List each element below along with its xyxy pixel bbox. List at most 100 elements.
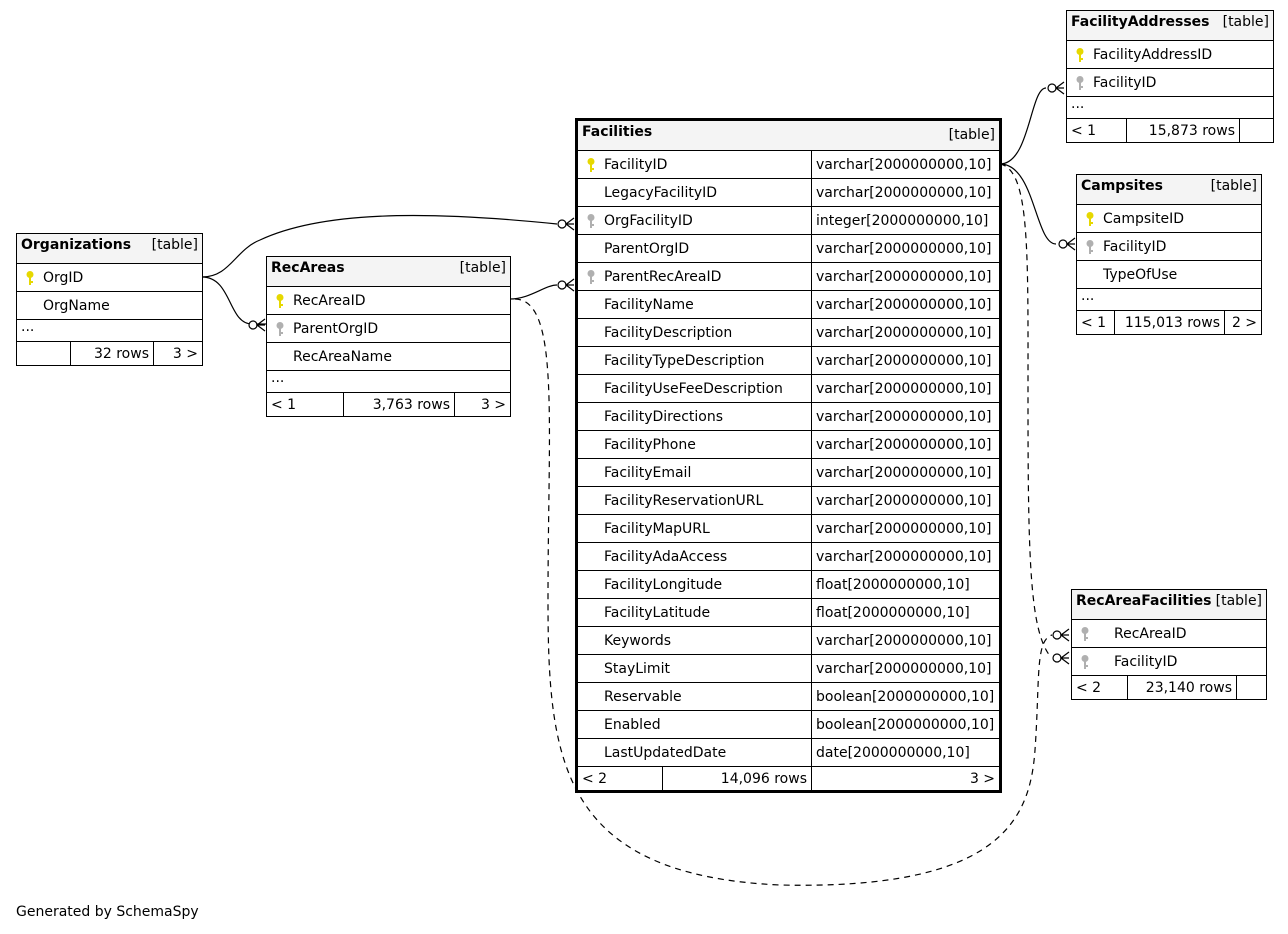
table-header: FacilityAddresses [table] [1066, 10, 1274, 41]
crow-foot-facilities-recarea [557, 278, 575, 292]
table-name: Campsites [1081, 178, 1163, 194]
column-name-cell: Reservable [577, 682, 812, 711]
column-name: RecAreaID [1114, 625, 1187, 642]
edge-facilities-recareafacilities [999, 163, 1051, 657]
table-tag: [table] [948, 127, 996, 143]
column-type: varchar[2000000000,10] [810, 654, 1001, 683]
column-name: FacilityUseFeeDescription [604, 380, 783, 397]
column-name: TypeOfUse [1103, 266, 1178, 283]
more-columns: ... [265, 370, 512, 393]
column-row: FacilityName varchar[2000000000,10] [577, 290, 1001, 319]
column-type: varchar[2000000000,10] [810, 290, 1001, 319]
table-name: Organizations [21, 237, 132, 253]
generated-by-footer: Generated by SchemaSpy [16, 904, 199, 920]
edge-recareas-facilities [509, 284, 558, 300]
primary-key-icon [26, 271, 34, 285]
footer-children[interactable]: 2 > [1223, 310, 1263, 335]
foreign-key-icon [276, 322, 284, 336]
table-campsites[interactable]: Campsites [table] CampsiteID FacilityID … [1075, 174, 1263, 335]
table-header: RecAreas [table] [265, 256, 512, 287]
table-name: FacilityAddresses [1071, 14, 1210, 30]
edge-facilities-facilityaddresses [999, 87, 1047, 165]
column-name-cell: FacilityLatitude [577, 598, 812, 627]
column-name-cell: Enabled [577, 710, 812, 739]
foreign-key-icon [1076, 76, 1084, 90]
column-row: OrgName [15, 291, 204, 320]
footer-children [1239, 118, 1274, 143]
table-recareas[interactable]: RecAreas [table] RecAreaID ParentOrgID R… [265, 256, 512, 417]
footer-parents[interactable]: < 2 [577, 766, 663, 791]
footer-parents[interactable]: < 2 [1071, 675, 1128, 700]
table-recareafacilities[interactable]: RecAreaFacilities [table] RecAreaID Faci… [1070, 589, 1268, 700]
footer-row-count: 3,763 rows [343, 392, 455, 417]
column-name: FacilityLongitude [604, 576, 723, 593]
column-name-cell: FacilityAdaAccess [577, 542, 812, 571]
table-tag: [table] [1222, 14, 1269, 30]
footer-children[interactable]: 3 > [453, 392, 512, 417]
footer-children[interactable]: 3 > [152, 341, 204, 366]
primary-key-icon [276, 294, 284, 308]
column-row: ParentOrgID [265, 314, 512, 343]
table-header: Organizations [table] [15, 233, 204, 264]
column-name: OrgName [43, 297, 110, 314]
table-header: Campsites [table] [1075, 174, 1263, 205]
column-name: FacilityID [1093, 74, 1157, 91]
column-row: RecAreaID [1070, 619, 1268, 648]
column-name: FacilityReservationURL [604, 492, 764, 509]
column-name: Enabled [604, 716, 661, 733]
column-name: ParentRecAreaID [604, 268, 722, 285]
foreign-key-icon [1086, 240, 1094, 254]
footer-parents[interactable]: < 1 [266, 392, 344, 417]
more-columns: ... [1066, 96, 1274, 119]
column-name: FacilityName [604, 296, 694, 313]
column-type: varchar[2000000000,10] [810, 262, 1001, 291]
footer-children[interactable]: 3 > [810, 766, 1001, 791]
table-tag: [table] [151, 237, 199, 253]
column-name: FacilityID [604, 156, 668, 173]
column-type: boolean[2000000000,10] [810, 682, 1001, 711]
column-type: varchar[2000000000,10] [810, 234, 1001, 263]
column-type: varchar[2000000000,10] [810, 542, 1001, 571]
column-type: float[2000000000,10] [810, 570, 1001, 599]
column-type: varchar[2000000000,10] [810, 486, 1001, 515]
column-type: integer[2000000000,10] [810, 206, 1001, 235]
column-row: ParentRecAreaID varchar[2000000000,10] [577, 262, 1001, 291]
column-name: Keywords [604, 632, 672, 649]
foreign-key-icon [1081, 655, 1089, 669]
column-name: OrgID [43, 269, 84, 286]
crow-foot-campsites [1058, 237, 1076, 251]
table-organizations[interactable]: Organizations [table] OrgID OrgName ... … [15, 233, 204, 366]
column-row: RecAreaName [265, 342, 512, 371]
column-name-cell: FacilityName [577, 290, 812, 319]
crow-foot-facilityaddresses [1047, 81, 1065, 95]
column-row: FacilityReservationURL varchar[2000000000… [577, 486, 1001, 515]
foreign-key-icon [587, 214, 595, 228]
table-tag: [table] [1215, 593, 1263, 609]
table-tag: [table] [1210, 178, 1258, 194]
table-facilityaddresses[interactable]: FacilityAddresses [table] FacilityAddres… [1066, 10, 1274, 143]
table-name: RecAreas [271, 260, 345, 276]
table-tag: [table] [459, 260, 507, 276]
footer-parents[interactable]: < 1 [1076, 310, 1115, 335]
column-name-cell: FacilityID [577, 150, 812, 179]
edge-org-recareas [201, 276, 253, 325]
footer-parents[interactable]: < 1 [1066, 118, 1127, 143]
column-row: TypeOfUse [1075, 260, 1263, 289]
column-type: varchar[2000000000,10] [810, 514, 1001, 543]
edge-org-facilities [201, 214, 558, 278]
column-row: FacilityID [1075, 232, 1263, 261]
footer-row-count: 32 rows [70, 341, 154, 366]
more-columns: ... [15, 319, 204, 342]
column-name-cell: FacilityUseFeeDescription [577, 374, 812, 403]
column-type: varchar[2000000000,10] [810, 346, 1001, 375]
